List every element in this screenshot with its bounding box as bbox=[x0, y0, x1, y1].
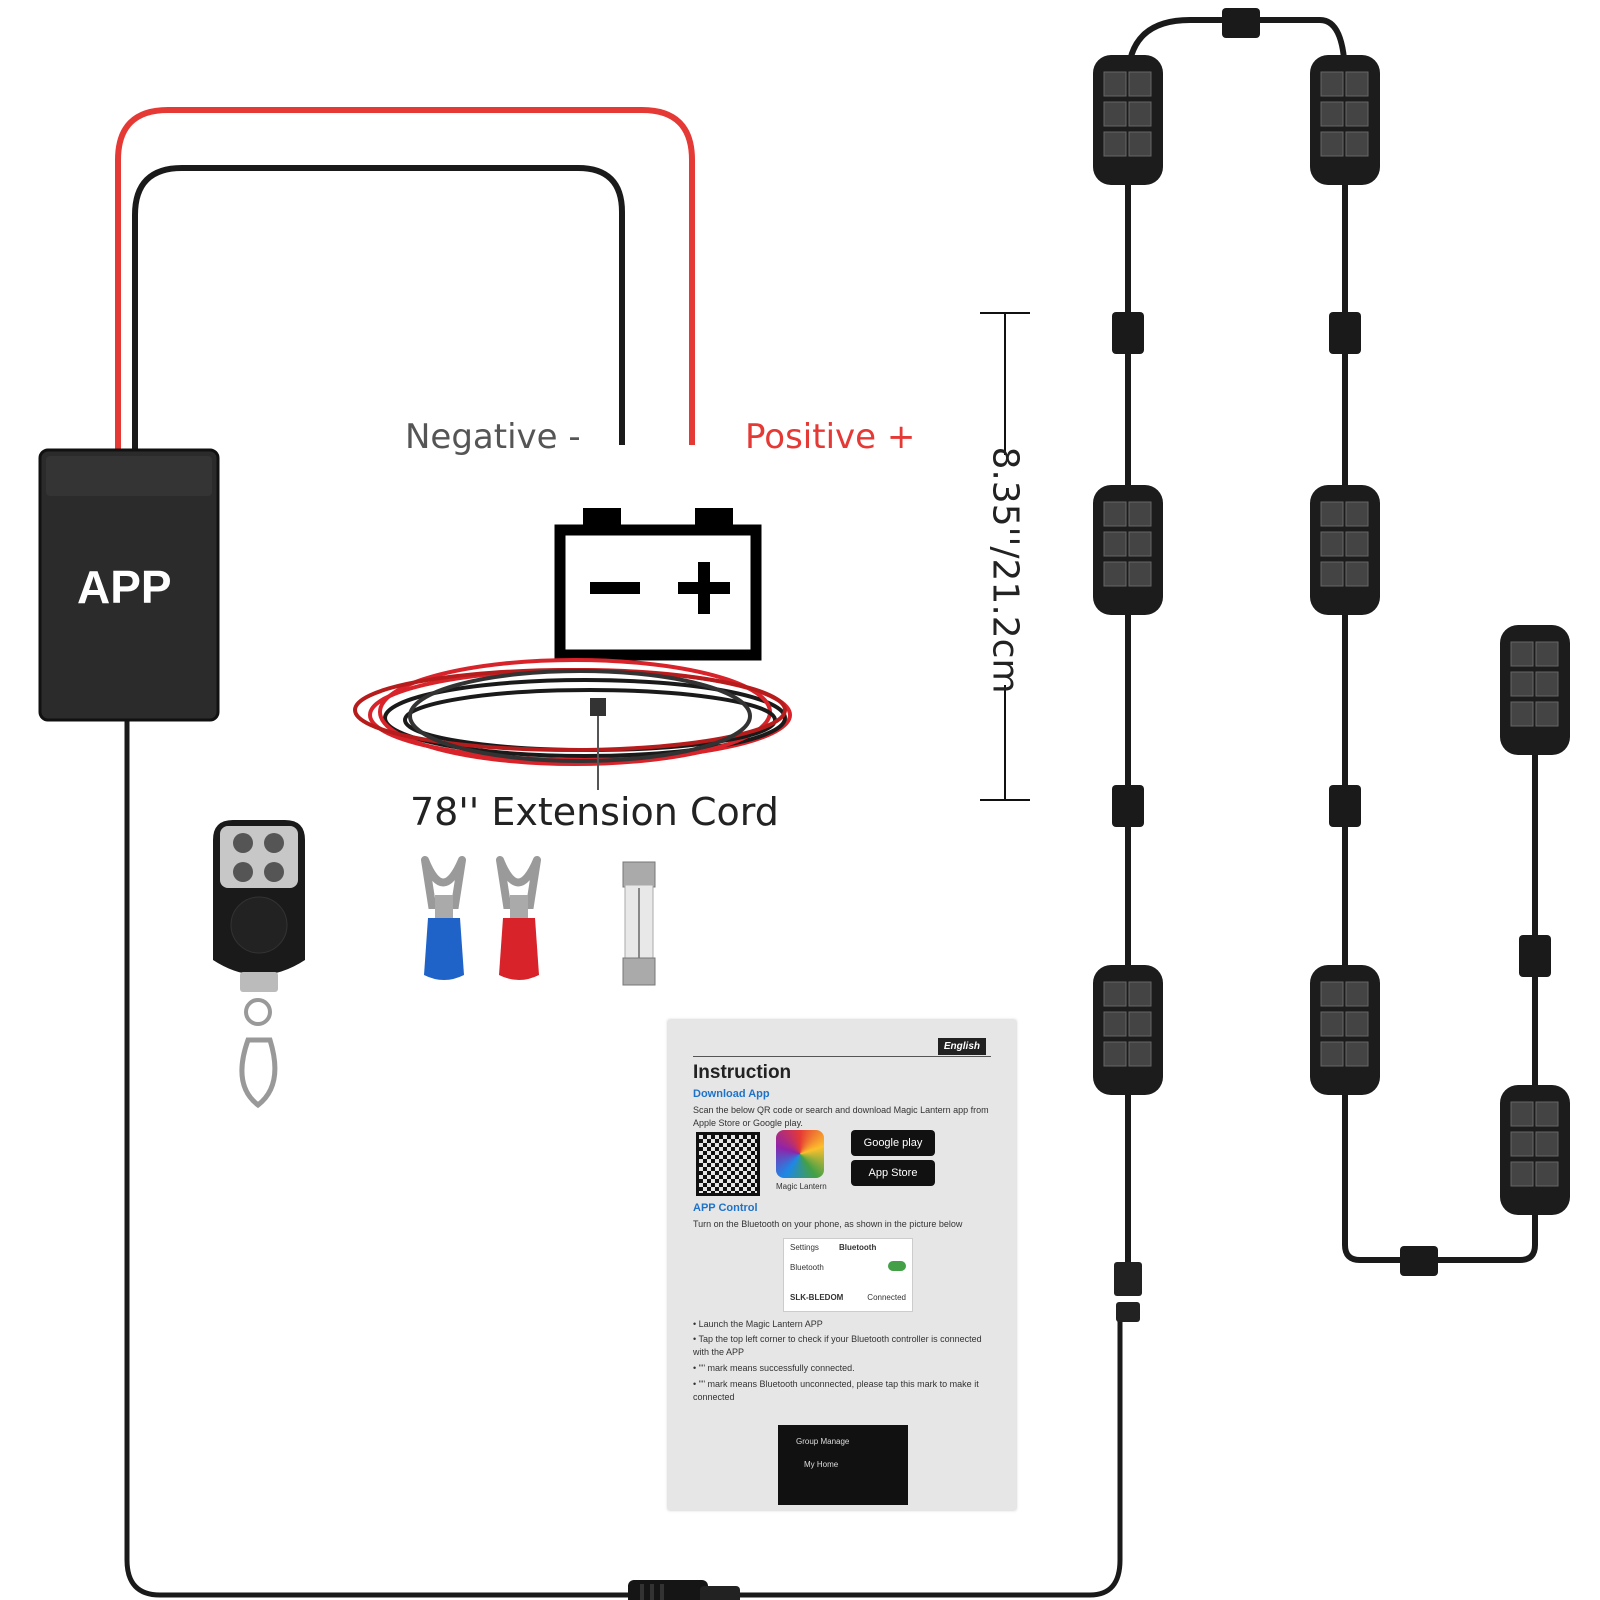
main-cable bbox=[124, 720, 1123, 1598]
google-play-badge: Google play bbox=[851, 1130, 935, 1156]
manual-title: Instruction bbox=[693, 1062, 792, 1083]
bullet-2-text: Tap the top left corner to check if your… bbox=[693, 1334, 982, 1357]
rock-light-pod bbox=[1500, 1085, 1570, 1215]
connectors bbox=[1112, 8, 1551, 1322]
rock-light-pod bbox=[1093, 55, 1163, 185]
rock-light-pod bbox=[1093, 485, 1163, 615]
bullet-2: • Tap the top left corner to check if yo… bbox=[693, 1334, 982, 1357]
phone-settings-label: Settings bbox=[790, 1243, 819, 1252]
rock-light-pods bbox=[1093, 55, 1570, 1215]
rock-light-pod bbox=[1310, 55, 1380, 185]
phone-bluetooth-title: Bluetooth bbox=[839, 1243, 877, 1252]
phone-device-status: Connected bbox=[867, 1293, 906, 1302]
manual-language-badge: English bbox=[937, 1038, 986, 1055]
rock-light-pod bbox=[1093, 965, 1163, 1095]
red-wire bbox=[115, 107, 695, 450]
fork-terminal-red bbox=[496, 856, 541, 980]
manual-rule bbox=[693, 1056, 991, 1057]
download-text: Scan the below QR code or search and dow… bbox=[693, 1105, 989, 1128]
qr-code bbox=[696, 1132, 760, 1196]
controller-box bbox=[38, 448, 220, 722]
battery-icon bbox=[554, 508, 762, 661]
group-manage-label: Group Manage bbox=[796, 1437, 850, 1446]
bullet-1: • Launch the Magic Lantern APP bbox=[693, 1319, 823, 1329]
app-icon bbox=[776, 1130, 824, 1178]
toggle-icon bbox=[888, 1261, 906, 1271]
extension-cord-label: 78'' Extension Cord bbox=[410, 790, 779, 834]
black-wire bbox=[132, 165, 625, 450]
bullet-3: • "" mark means successfully connected. bbox=[693, 1363, 855, 1373]
negative-label: Negative - bbox=[405, 417, 581, 457]
bullet-4: • "" mark means Bluetooth unconnected, p… bbox=[693, 1379, 979, 1402]
dimension-label: 8.35''/21.2cm bbox=[984, 446, 1026, 694]
remote-control bbox=[213, 820, 305, 1109]
rock-light-pod bbox=[1310, 485, 1380, 615]
app-store-badge: App Store bbox=[851, 1160, 935, 1186]
my-home-label: My Home bbox=[804, 1460, 839, 1469]
app-icon-label: Magic Lantern bbox=[776, 1182, 827, 1191]
dimension-marker bbox=[980, 312, 1030, 801]
instruction-manual: English Instruction Download App Scan th… bbox=[668, 1020, 1016, 1510]
fork-terminal-blue bbox=[421, 856, 466, 980]
phone-device-name: SLK-BLEDOM bbox=[790, 1293, 844, 1302]
inline-connector bbox=[628, 1580, 740, 1600]
controller-label: APP bbox=[77, 561, 172, 613]
app-control-heading: APP Control bbox=[693, 1202, 758, 1214]
app-screenshot: Group Manage My Home bbox=[778, 1425, 908, 1505]
rock-light-pod bbox=[1500, 625, 1570, 755]
bullet-3-text: "" mark means successfully connected. bbox=[698, 1363, 855, 1373]
bullet-1-text: Launch the Magic Lantern APP bbox=[698, 1319, 823, 1329]
download-heading: Download App bbox=[693, 1088, 770, 1100]
extension-cord-coil bbox=[353, 658, 792, 790]
app-control-text: Turn on the Bluetooth on your phone, as … bbox=[693, 1219, 963, 1229]
positive-label: Positive + bbox=[745, 417, 916, 457]
rock-light-pod bbox=[1310, 965, 1380, 1095]
phone-screenshot: Settings Bluetooth Bluetooth SLK-BLEDOM … bbox=[783, 1238, 913, 1312]
bullet-4-text: "" mark means Bluetooth unconnected, ple… bbox=[693, 1379, 979, 1402]
phone-bt-row: Bluetooth bbox=[790, 1263, 824, 1272]
fuse bbox=[622, 861, 656, 986]
